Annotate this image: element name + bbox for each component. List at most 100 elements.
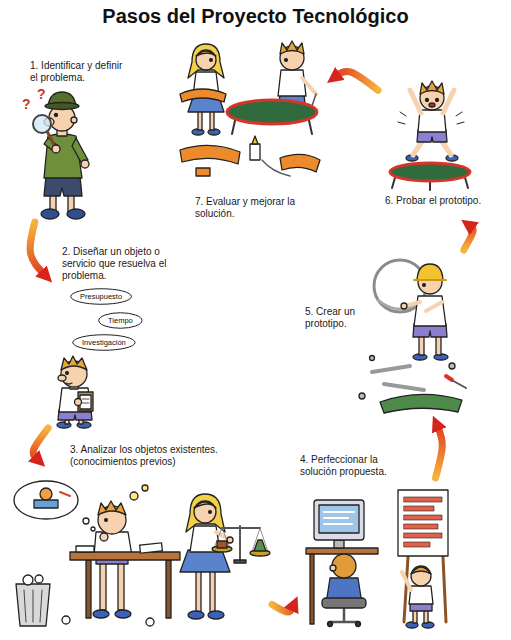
illustration-layer <box>426 99 429 102</box>
illustration-layer <box>130 492 138 500</box>
illustration-layer <box>196 50 216 70</box>
illustration-layer <box>262 160 290 176</box>
illustration-layer <box>429 103 435 107</box>
illustration-layer <box>23 575 33 585</box>
illustration-layer <box>196 570 201 612</box>
illustration-layer <box>40 488 52 500</box>
bubble-label: Tiempo <box>108 316 133 325</box>
illustration-layer <box>405 302 442 311</box>
illustration-layer <box>180 550 230 572</box>
illustration-layer <box>118 560 124 610</box>
illustration-layer <box>234 560 246 563</box>
illustration-layer <box>93 610 109 618</box>
illustration-layer <box>14 481 78 519</box>
illustration-layer <box>75 399 82 406</box>
step-arrow <box>33 428 48 458</box>
illustration-layer <box>180 89 226 102</box>
illustration-layer <box>140 543 163 553</box>
illustration-layer <box>411 566 431 586</box>
illustration-layer <box>83 518 89 524</box>
illustration-layer <box>98 501 126 515</box>
illustration-layer <box>209 511 212 514</box>
illustration-layer <box>372 366 410 372</box>
step-panel: 2. Diseñar un objeto o servicio que resu… <box>45 284 150 428</box>
illustration-layer <box>66 372 69 375</box>
illustration-layer <box>186 494 225 532</box>
step-arrow <box>272 604 293 612</box>
illustration-layer <box>55 114 58 117</box>
illustration-layer <box>285 59 288 62</box>
illustration-layer <box>419 336 424 355</box>
step-label: 3. Analizar los objetos existentes. (con… <box>70 444 282 468</box>
illustration-layer <box>70 552 180 560</box>
illustration-layer <box>91 527 95 531</box>
builder-figure <box>359 260 466 413</box>
illustration-layer <box>413 610 417 623</box>
illustration-layer <box>398 112 464 124</box>
illustration-layer <box>44 176 82 196</box>
question-mark: ? <box>37 87 46 101</box>
bubble-outline <box>71 289 132 305</box>
bubble-label: Presupuesto <box>80 292 122 301</box>
illustration-layer <box>250 144 260 160</box>
illustration-layer <box>278 70 306 96</box>
illustration-layer <box>239 526 241 560</box>
illustration-layer <box>436 99 439 102</box>
illustration-layer <box>61 356 87 370</box>
illustration-layer <box>52 145 60 153</box>
diagram-title: Pasos del Proyecto Tecnológico <box>0 4 511 28</box>
illustration-layer <box>14 41 470 628</box>
illustration-layer <box>404 497 442 502</box>
step-arrow <box>464 227 473 250</box>
illustration-layer <box>328 622 333 627</box>
step-arrow <box>30 222 44 274</box>
illustration-layer <box>423 284 426 287</box>
illustration-layer <box>142 485 148 491</box>
illustration-layer <box>105 519 108 522</box>
illustration-layer <box>196 51 216 56</box>
illustration-layer <box>86 560 91 618</box>
trampoline-jump <box>390 81 470 190</box>
thought-bubble: Investigación <box>72 334 136 351</box>
illustration-layer <box>60 492 70 496</box>
step-panel: 4. Perfeccionar la solución propuesta. <box>302 478 452 630</box>
illustration-layer <box>404 506 434 511</box>
illustration-layer <box>424 610 428 623</box>
step-label: 5. Crear un prototipo. <box>305 306 367 330</box>
edge-group <box>30 72 473 613</box>
illustration-layer <box>409 586 433 604</box>
illustration-layer <box>35 575 43 583</box>
question-mark: ? <box>22 97 31 111</box>
step-label: 2. Diseñar un objeto o servicio que resu… <box>62 246 174 282</box>
illustration-layer <box>76 546 94 552</box>
illustration-layer <box>194 501 216 523</box>
illustration-layer <box>222 527 260 529</box>
step-panel: 3. Analizar los objetos existentes. (con… <box>8 470 272 630</box>
illustration-layer <box>322 598 366 608</box>
illustration-layer <box>210 570 215 612</box>
illustration-layer <box>420 81 444 94</box>
step-arrow <box>337 72 378 91</box>
illustration-layer <box>324 512 354 524</box>
illustration-layer <box>334 540 344 548</box>
step-panel: 5. Crear un prototipo. <box>345 250 470 415</box>
illustration-layer <box>210 59 213 62</box>
illustration-layer <box>446 376 452 380</box>
illustration-layer <box>384 384 424 390</box>
illustration-layer <box>115 610 131 618</box>
illustration-layer <box>81 160 89 168</box>
illustration-layer <box>380 394 462 413</box>
illustration-layer <box>33 115 51 133</box>
illustration-layer <box>16 584 50 626</box>
step-panel: 7. Evaluar y mejorar la solución. <box>175 32 325 182</box>
bubble-outline <box>99 313 142 329</box>
illustration-layer <box>208 611 224 619</box>
illustration-layer <box>194 502 216 508</box>
illustration-layer <box>34 500 58 508</box>
detective-figure <box>33 92 89 219</box>
illustration-layer <box>302 78 316 94</box>
illustration-layer <box>166 560 171 618</box>
step-panel: 6. Probar el prototipo. <box>378 70 493 215</box>
illustration-layer <box>47 131 55 147</box>
illustration-layer <box>370 356 375 361</box>
